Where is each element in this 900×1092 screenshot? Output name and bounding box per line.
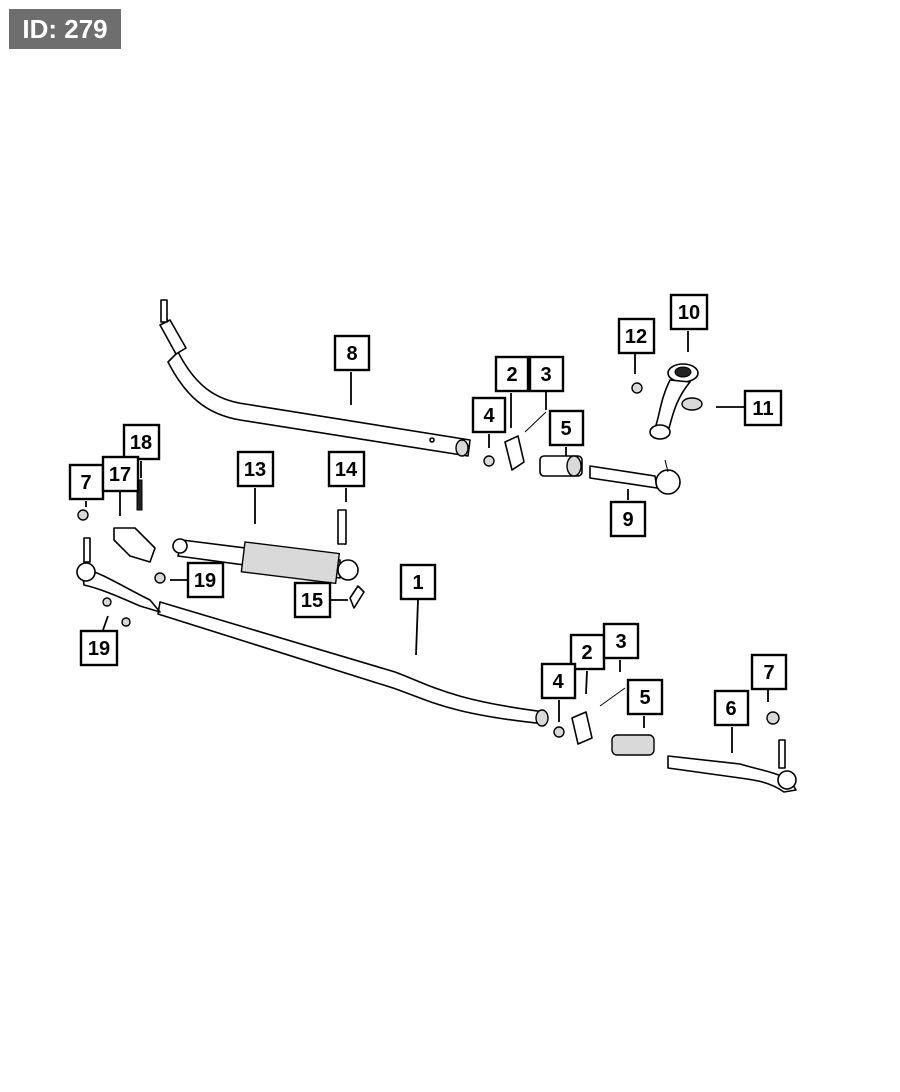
callout-2: 2 [494,355,530,393]
svg-text:4: 4 [483,405,495,427]
svg-text:17: 17 [109,464,131,486]
svg-text:5: 5 [560,418,571,440]
callout-4: 4 [471,396,507,434]
callout-11: 11 [743,389,783,427]
callout-7: 7 [68,463,105,501]
part-clamp-upper [483,411,681,495]
callout-8: 8 [333,334,371,372]
callout-14: 14 [327,450,366,488]
svg-text:7: 7 [763,662,774,684]
callout-6: 6 [713,689,750,727]
svg-text:9: 9 [622,509,633,531]
callout-3: 3 [528,355,565,393]
callout-9: 9 [609,500,647,538]
part-tie-rod [76,537,549,727]
callout-7b: 7 [750,653,788,691]
svg-text:6: 6 [725,698,736,720]
callout-1: 1 [399,563,437,601]
svg-text:7: 7 [80,472,91,494]
callout-17: 17 [101,455,140,493]
svg-text:18: 18 [130,432,152,454]
svg-text:14: 14 [335,459,358,481]
svg-text:13: 13 [244,459,266,481]
svg-text:3: 3 [540,364,551,386]
callout-10: 10 [669,293,709,331]
svg-text:8: 8 [346,343,357,365]
part-drag-link [159,299,471,457]
svg-text:10: 10 [678,302,700,324]
part-pitman-arm [631,363,703,440]
part-steering-damper [172,509,365,609]
callout-18: 18 [122,423,161,461]
svg-text:15: 15 [301,590,323,612]
callout-5: 5 [548,409,585,447]
svg-text:5: 5 [639,687,650,709]
svg-text:1: 1 [412,572,423,594]
svg-text:11: 11 [752,398,773,420]
callout-19: 19 [186,561,225,599]
part-clamp-lower [553,687,797,793]
svg-text:19: 19 [88,638,110,660]
part-damper-bracket [77,479,156,563]
svg-text:4: 4 [552,671,564,693]
callout-19b: 19 [79,629,119,667]
callout-5b: 5 [626,678,664,716]
svg-text:2: 2 [506,364,517,386]
svg-text:3: 3 [615,631,626,653]
svg-text:12: 12 [625,326,647,348]
callout-3b: 3 [602,622,640,660]
callout-13: 13 [236,450,275,488]
svg-text:2: 2 [581,642,592,664]
callout-15: 15 [293,581,332,619]
svg-text:19: 19 [194,570,216,592]
id-badge: ID: 279 [9,9,121,49]
callout-4b: 4 [540,662,577,700]
callout-12: 12 [617,317,656,355]
